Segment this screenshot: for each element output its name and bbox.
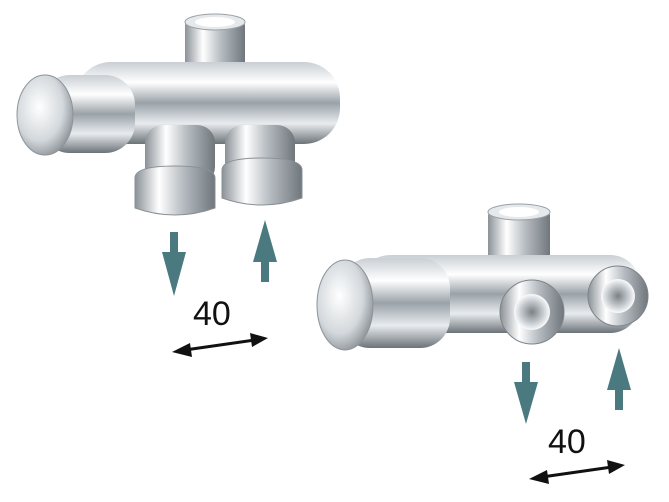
flow-arrow-down-icon [162,232,186,296]
dimension-label-bottom: 40 [548,423,586,461]
flow-arrow-up-icon [607,348,631,410]
flow-arrow-up-icon [253,220,277,282]
valve-top [16,13,340,216]
dimension-arrow-icon [172,333,268,357]
valve-bottom [316,203,649,351]
valve-top-nut-left [134,165,216,216]
valve-top-nut-right [221,157,303,206]
valve-top-body [75,62,340,144]
valve-top-thermostat-cap [16,74,74,156]
dimension-arrow-icon [529,460,625,484]
dimension-label-top: 40 [193,295,231,333]
flow-arrow-down-icon [514,362,538,424]
valve-bottom-thermostat-cap [316,259,374,351]
